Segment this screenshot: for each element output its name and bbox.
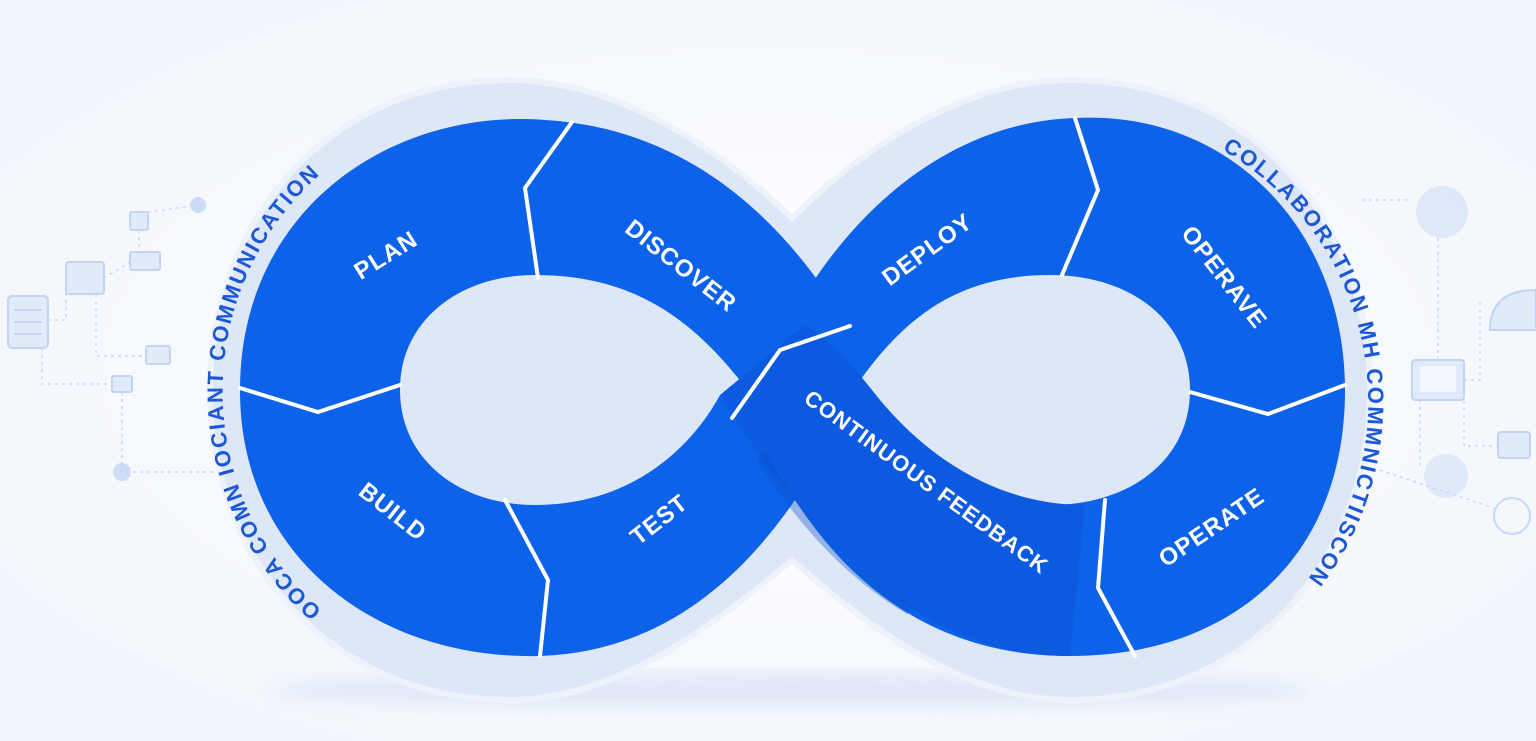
node-ring-icon [1493,497,1531,535]
node-icon [129,211,149,231]
divider-plan-discover [522,120,574,280]
infinity-band [240,117,1345,657]
node-dot-icon [1416,186,1468,238]
divider-feedback-operate [1095,498,1137,658]
network-decoration-left [7,197,220,481]
monitor-icon [65,261,105,295]
node-icon [145,345,171,365]
left-loop-band [240,119,850,657]
divider-plan-build [238,383,402,415]
cloud-icon [1424,454,1468,498]
divider-test-feedback [730,324,852,420]
network-decoration-right [1362,186,1536,535]
divider-operate-operate [1188,383,1347,417]
device-icon [1497,431,1531,459]
node-icon [111,375,133,393]
divider-deploy-operate [1060,116,1101,277]
divider-build-test [503,498,551,658]
segment-dividers [238,116,1347,658]
device-icon [129,251,161,271]
crossing-band [720,325,1085,656]
